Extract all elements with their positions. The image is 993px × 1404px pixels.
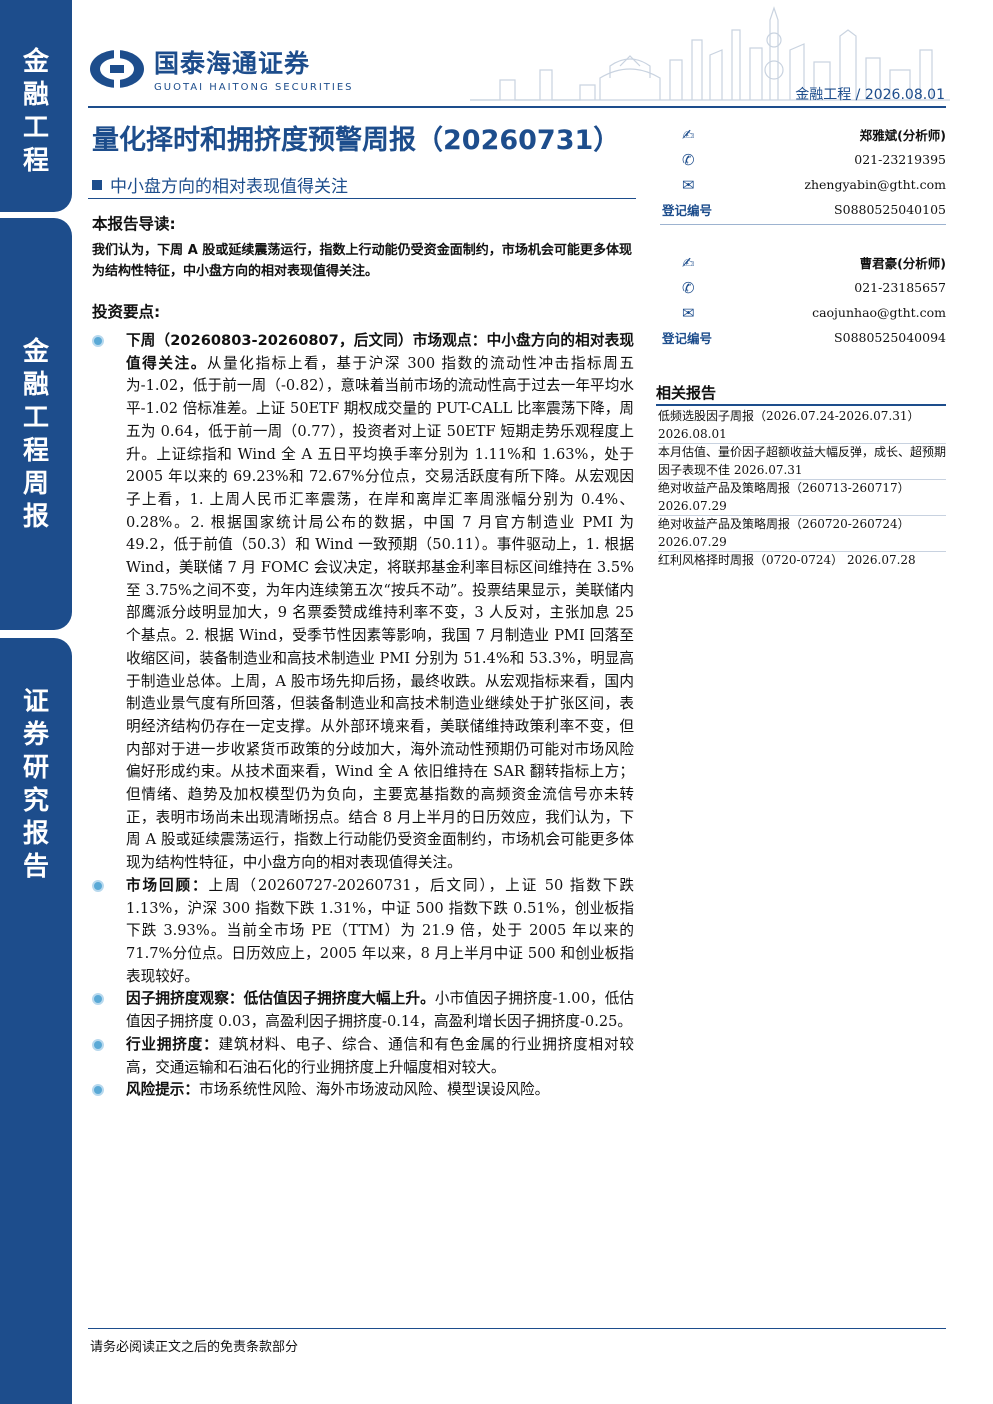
logo-text-en: GUOTAI HAITONG SECURITIES	[154, 82, 354, 93]
report-title: 量化择时和拥挤度预警周报（20260731）	[92, 125, 621, 156]
skyline-graphic	[470, 6, 950, 101]
company-logo: 国泰海通证券 GUOTAI HAITONG SECURITIES	[88, 44, 354, 93]
analyst-reg-no: S0880525040105	[834, 202, 946, 217]
analyst-name: 郑雅斌(分析师)	[859, 128, 946, 143]
bullet-icon	[92, 879, 104, 892]
bullet-icon	[92, 1038, 104, 1051]
bullet-icon	[92, 1084, 104, 1097]
list-item: 因子拥挤度观察：低估值因子拥挤度大幅上升。小市值因子拥挤度-1.00，低估值因子…	[92, 988, 634, 1033]
list-item: 下周（20260803-20260807，后文同）市场观点：中小盘方向的相对表现…	[92, 330, 634, 875]
investment-points: 下周（20260803-20260807，后文同）市场观点：中小盘方向的相对表现…	[92, 330, 634, 1102]
list-item: 市场回顾：上周（20260727-20260731，后文同），上证 50 指数下…	[92, 875, 634, 989]
analyst-card-1: ✍ 郑雅斌(分析师) ✆ 021-23219395 ✉ zhengyabin@gtht…	[660, 122, 946, 225]
logo-text-cn: 国泰海通证券	[154, 49, 311, 78]
related-heading: 相关报告	[656, 384, 717, 402]
header-meta: 金融工程 / 2026.08.01	[795, 87, 945, 103]
logo-icon	[90, 49, 144, 88]
bullet-icon	[92, 335, 104, 347]
sidebar-segment-3: 证 券 研 究 报 告	[0, 638, 72, 1404]
guide-text: 我们认为，下周 A 股或延续震荡运行，指数上行动能仍受资金面制约，市场机会可能更…	[92, 243, 632, 279]
sidebar-segment-2: 金 融 工 程 周 报	[0, 218, 72, 630]
pen-icon: ✍	[682, 126, 695, 144]
footer-disclaimer: 请务必阅读正文之后的免责条款部分	[90, 1340, 299, 1355]
related-item[interactable]: 绝对收益产品及策略周报（260713-260717） 2026.07.29	[658, 480, 946, 516]
bullet-icon	[92, 993, 104, 1006]
analyst-email[interactable]: zhengyabin@gtht.com	[804, 177, 946, 192]
reg-label: 登记编号	[662, 203, 713, 218]
analyst-phone: 021-23219395	[854, 152, 946, 167]
analyst-reg-no: S0880525040094	[834, 330, 946, 345]
square-bullet-icon	[92, 179, 102, 190]
points-heading: 投资要点:	[92, 303, 161, 321]
phone-icon: ✆	[682, 151, 695, 169]
report-subtitle: 中小盘方向的相对表现值得关注	[92, 172, 348, 197]
analyst-divider	[660, 224, 946, 225]
pen-icon: ✍	[682, 254, 695, 272]
subtitle-divider	[88, 198, 636, 199]
related-item[interactable]: 本月估值、量价因子超额收益大幅反弹，成长、超预期因子表现不佳 2026.07.3…	[658, 444, 946, 480]
related-item[interactable]: 低频选股因子周报（2026.07.24-2026.07.31） 2026.08.…	[658, 408, 946, 444]
left-sidebar: 金 融 工 程 金 融 工 程 周 报 证 券 研 究 报 告	[0, 0, 72, 1404]
related-reports: 低频选股因子周报（2026.07.24-2026.07.31） 2026.08.…	[658, 408, 946, 570]
analyst-email[interactable]: caojunhao@gtht.com	[812, 305, 946, 320]
reg-label: 登记编号	[662, 331, 713, 346]
footer-divider	[88, 1328, 946, 1329]
analyst-phone: 021-23185657	[854, 280, 946, 295]
mail-icon: ✉	[682, 176, 695, 194]
list-item: 行业拥挤度：建筑材料、电子、综合、通信和有色金属的行业拥挤度相对较高，交通运输和…	[92, 1034, 634, 1079]
sidebar-segment-1: 金 融 工 程	[0, 0, 72, 212]
related-item[interactable]: 红利风格择时周报（0720-0724） 2026.07.28	[658, 553, 916, 567]
analyst-name: 曹君豪(分析师)	[859, 256, 946, 271]
mail-icon: ✉	[682, 304, 695, 322]
subtitle-text: 中小盘方向的相对表现值得关注	[110, 177, 348, 197]
phone-icon: ✆	[682, 279, 695, 297]
analyst-card-2: ✍ 曹君豪(分析师) ✆ 021-23185657 ✉ caojunhao@gtht.…	[660, 250, 946, 350]
related-item[interactable]: 绝对收益产品及策略周报（260720-260724） 2026.07.29	[658, 516, 946, 552]
guide-heading: 本报告导读:	[92, 215, 176, 233]
list-item: 风险提示：市场系统性风险、海外市场波动风险、模型误设风险。	[92, 1079, 634, 1102]
header-divider	[88, 106, 946, 108]
related-divider	[656, 404, 946, 406]
